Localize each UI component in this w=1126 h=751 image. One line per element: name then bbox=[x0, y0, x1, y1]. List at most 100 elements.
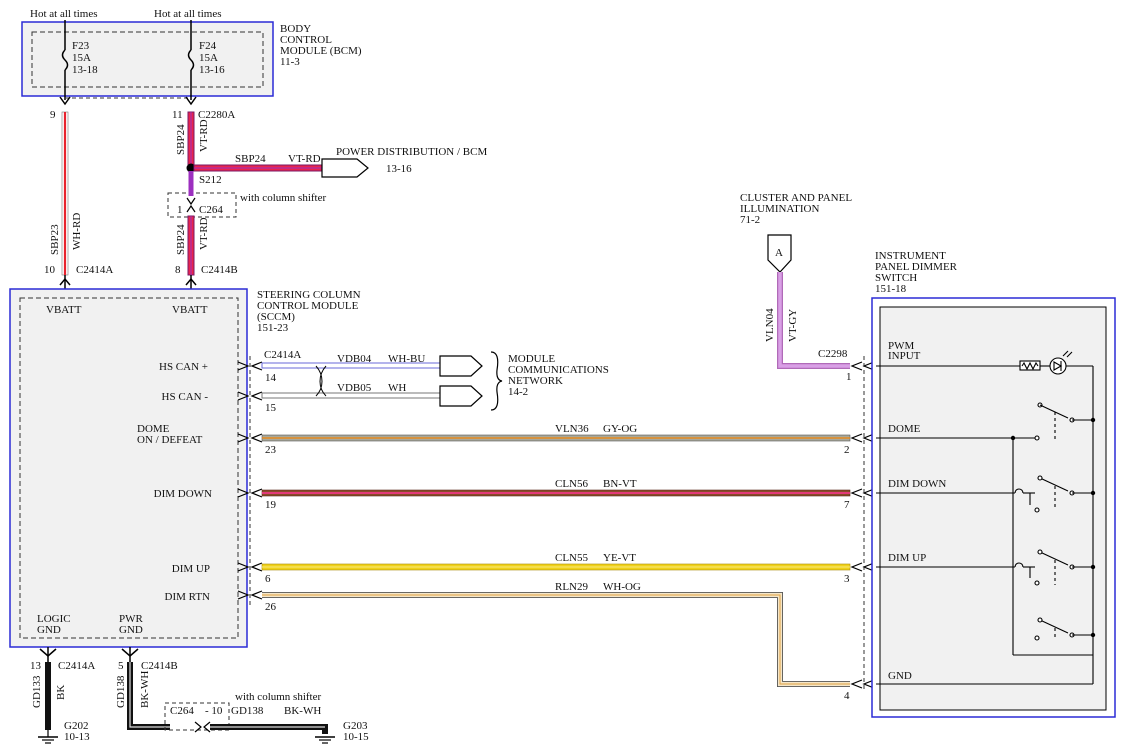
brace-icon bbox=[490, 351, 503, 411]
hot-label-1: Hot at all times bbox=[30, 8, 98, 20]
sccm-title-3: (SCCM) bbox=[257, 311, 295, 323]
ipds-dome-label: DOME bbox=[888, 423, 921, 435]
pwr-gnd-1: PWR bbox=[119, 613, 144, 625]
sbp23-label: SBP23 bbox=[49, 224, 61, 255]
ipds-dim-up-label: DIM UP bbox=[888, 552, 926, 564]
pin-1: 1 bbox=[846, 371, 852, 383]
c2414b-top-label: C2414B bbox=[201, 264, 238, 276]
pin-6: 6 bbox=[265, 573, 271, 585]
c2414a-gnd-label: C2414A bbox=[58, 660, 95, 672]
c264-gnd-label: C264 bbox=[170, 705, 194, 717]
pin-23: 23 bbox=[265, 444, 277, 456]
pin-4: 4 bbox=[844, 690, 850, 702]
pin-13: 13 bbox=[30, 660, 42, 672]
bcm-title-1: BODY bbox=[280, 23, 311, 35]
can-plus-arrow-icon bbox=[439, 355, 483, 377]
c2280a-label: C2280A bbox=[198, 109, 235, 121]
c264-label: C264 bbox=[199, 204, 223, 216]
whog-label: WH-OG bbox=[603, 581, 641, 593]
pd-title: POWER DISTRIBUTION / BCM bbox=[336, 146, 487, 158]
wire-rln29-outline bbox=[262, 592, 850, 687]
sccm-title-4: 151-23 bbox=[257, 322, 289, 334]
c2414b-gnd-label: C2414B bbox=[141, 660, 178, 672]
can-minus-arrow-icon bbox=[439, 385, 483, 407]
cln55-label: CLN55 bbox=[555, 552, 589, 564]
pin-5: 5 bbox=[118, 660, 124, 672]
g202-label: G202 bbox=[64, 720, 88, 732]
sbp24-v-label: SBP24 bbox=[175, 124, 187, 155]
f24-ref: 13-16 bbox=[199, 64, 225, 76]
bk-label: BK bbox=[55, 685, 67, 700]
bnvt-label: BN-VT bbox=[603, 478, 637, 490]
sccm-title-1: STEERING COLUMN bbox=[257, 289, 361, 301]
f24-name: F24 bbox=[199, 40, 217, 52]
pwm-label-1: PWM bbox=[888, 340, 915, 352]
cln56-label: CLN56 bbox=[555, 478, 589, 490]
mcn-title-3: NETWORK bbox=[508, 375, 563, 387]
logic-gnd-1: LOGIC bbox=[37, 613, 71, 625]
splice-s212 bbox=[186, 163, 196, 173]
hscan-minus-label: HS CAN - bbox=[162, 391, 209, 403]
bcm-title-3: MODULE (BCM) bbox=[280, 45, 362, 57]
sccm-box bbox=[9, 288, 248, 648]
ipds-dim-down-label: DIM DOWN bbox=[888, 478, 946, 490]
f23-ref: 13-18 bbox=[72, 64, 98, 76]
pin-3: 3 bbox=[844, 573, 850, 585]
f24-amp: 15A bbox=[199, 52, 218, 64]
pin-9: 9 bbox=[50, 109, 56, 121]
vln36-label: VLN36 bbox=[555, 423, 589, 435]
sbp24-h-label: SBP24 bbox=[235, 153, 266, 165]
ipds-title-1: INSTRUMENT bbox=[875, 250, 946, 262]
c264-box bbox=[167, 192, 237, 218]
c2414a-top-label: C2414A bbox=[76, 264, 113, 276]
g203-ref: 10-15 bbox=[343, 731, 369, 743]
sbp24-v2-label: SBP24 bbox=[175, 224, 187, 255]
connector-a-icon bbox=[767, 234, 792, 273]
pin-14: 14 bbox=[265, 372, 277, 384]
fuse-f24-icon bbox=[187, 49, 195, 71]
switch-circuit bbox=[876, 350, 1094, 685]
g202-ref: 10-13 bbox=[64, 731, 90, 743]
dim-down-label: DIM DOWN bbox=[154, 488, 212, 500]
rln29-label: RLN29 bbox=[555, 581, 589, 593]
vdb05-label: VDB05 bbox=[337, 382, 372, 394]
pwm-label-2: INPUT bbox=[888, 350, 921, 362]
whrd-label: WH-RD bbox=[71, 213, 83, 250]
pin-10: 10 bbox=[44, 264, 56, 276]
mcn-title-2: COMMUNICATIONS bbox=[508, 364, 609, 376]
cluster-title-3: 71-2 bbox=[740, 214, 760, 226]
f23-name: F23 bbox=[72, 40, 90, 52]
pwr-gnd-2: GND bbox=[119, 624, 143, 636]
wire-rln29 bbox=[262, 592, 850, 687]
dome-label-2: ON / DEFEAT bbox=[137, 434, 203, 446]
bkwh-v-label: BK-WH bbox=[139, 671, 151, 708]
bcm-title-2: CONTROL bbox=[280, 34, 332, 46]
ipds-title-4: 151-18 bbox=[875, 283, 907, 295]
col-shifter-label: with column shifter bbox=[240, 192, 326, 204]
ipds-gnd-label: GND bbox=[888, 670, 912, 682]
dim-up-label: DIM UP bbox=[172, 563, 210, 575]
connector-a-label: A bbox=[775, 247, 783, 259]
pin-19: 19 bbox=[265, 499, 277, 511]
gyog-label: GY-OG bbox=[603, 423, 637, 435]
wire-rln29-stripe bbox=[262, 594, 850, 685]
wh-label: WH bbox=[388, 382, 406, 394]
bkwh-h-label: BK-WH bbox=[284, 705, 321, 717]
ipds-title-2: PANEL DIMMER bbox=[875, 261, 958, 273]
vdb04-label: VDB04 bbox=[337, 353, 372, 365]
vtrd-h-label: VT-RD bbox=[288, 153, 321, 165]
pin-26: 26 bbox=[265, 601, 277, 613]
col-shifter-gnd-label: with column shifter bbox=[235, 691, 321, 703]
pd-ref: 13-16 bbox=[386, 163, 412, 175]
ipds-inner-box bbox=[879, 306, 1107, 711]
gd133-label: GD133 bbox=[31, 675, 43, 708]
wire-gd133 bbox=[45, 662, 51, 730]
power-distribution-arrow-icon bbox=[321, 158, 369, 178]
sccm-title-2: CONTROL MODULE bbox=[257, 300, 359, 312]
ipds-title-3: SWITCH bbox=[875, 272, 917, 284]
g203-label: G203 bbox=[343, 720, 368, 732]
yevt-label: YE-VT bbox=[603, 552, 636, 564]
logic-gnd-2: GND bbox=[37, 624, 61, 636]
vtrd-v-label: VT-RD bbox=[198, 119, 210, 152]
